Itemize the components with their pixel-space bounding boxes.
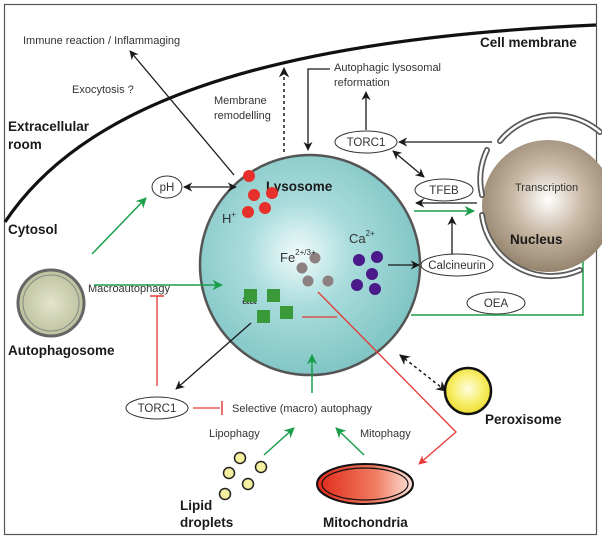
torc1-bottom-label: TORC1: [138, 403, 177, 415]
iron-cluster: [296, 252, 334, 287]
proton-cluster: [242, 170, 278, 218]
autophagosome: [16, 268, 86, 338]
transcription-label: Transcription: [515, 182, 578, 194]
mitochondria-label: Mitochondria: [323, 515, 408, 530]
torc1-tfeb-arrow: [392, 150, 425, 178]
cytosol-label: Cytosol: [8, 222, 58, 237]
membrane-remodelling-label-1: Membrane: [214, 95, 267, 107]
torc1-bottom-node: [125, 396, 189, 420]
lipid-droplets: [218, 451, 268, 501]
ph-node: [151, 175, 183, 199]
nucleus: [477, 112, 602, 280]
extracellular-label-line2: room: [8, 137, 42, 152]
lysosome-peroxisome-arrow: [399, 354, 447, 392]
peroxisome: [443, 366, 493, 416]
iron-label: Fe2+/3+: [280, 248, 316, 265]
torc1-top-node: [334, 130, 398, 154]
tfeb-node: [414, 178, 474, 202]
iron-mitochondria-arrow: [317, 291, 457, 465]
aa-torc1-arrow: [175, 322, 252, 390]
lipid-droplets-label-2: droplets: [180, 515, 233, 530]
lipophagy-label: Lipophagy: [209, 428, 260, 440]
calcium-label: Ca2+: [349, 229, 375, 246]
selective-autophagy-label: Selective (macro) autophagy: [232, 403, 373, 415]
torc1-top-label: TORC1: [347, 137, 386, 149]
alr-label-1: Autophagic lysosomal: [334, 62, 441, 74]
peroxisome-label: Peroxisome: [485, 412, 562, 427]
calcineurin-node: [420, 253, 494, 277]
proton-label: H+: [222, 210, 236, 226]
calcium-cluster: [351, 251, 383, 295]
exocytosis-arrow: [129, 50, 235, 176]
mitochondria: [316, 463, 414, 505]
immune-reaction-label: Immune reaction / Inflammaging: [23, 35, 180, 47]
amino-acid-cluster: [244, 289, 293, 323]
autophagosome-label: Autophagosome: [8, 343, 115, 358]
ph-label: pH: [160, 182, 175, 194]
membrane-remodelling-label-2: remodelling: [214, 110, 271, 122]
lipophagy-arrow: [263, 427, 295, 456]
autophagosome-ph-arrow: [91, 197, 147, 255]
mitophagy-arrow: [335, 427, 365, 456]
lipid-droplets-label-1: Lipid: [180, 498, 212, 513]
mitophagy-label: Mitophagy: [360, 428, 411, 440]
oea-label: OEA: [484, 298, 509, 310]
lysosome: [198, 153, 422, 377]
macroautophagy-label: Macroautophagy: [88, 283, 170, 295]
cell-membrane-curve: [3, 23, 597, 223]
alr-label-2: reformation: [334, 77, 390, 89]
extracellular-label: Extracellular: [8, 119, 90, 134]
oea-nucleus-arrow: [411, 244, 589, 316]
exocytosis-label: Exocytosis ?: [72, 84, 134, 96]
cell-membrane-label: Cell membrane: [480, 35, 577, 50]
calcineurin-label: Calcineurin: [428, 260, 486, 272]
lysosome-label: Lysosome: [266, 179, 333, 194]
alr-return-arrow: [303, 68, 330, 151]
oea-node: [466, 291, 526, 315]
nucleus-label: Nucleus: [510, 232, 563, 247]
tfeb-label: TFEB: [429, 185, 459, 197]
